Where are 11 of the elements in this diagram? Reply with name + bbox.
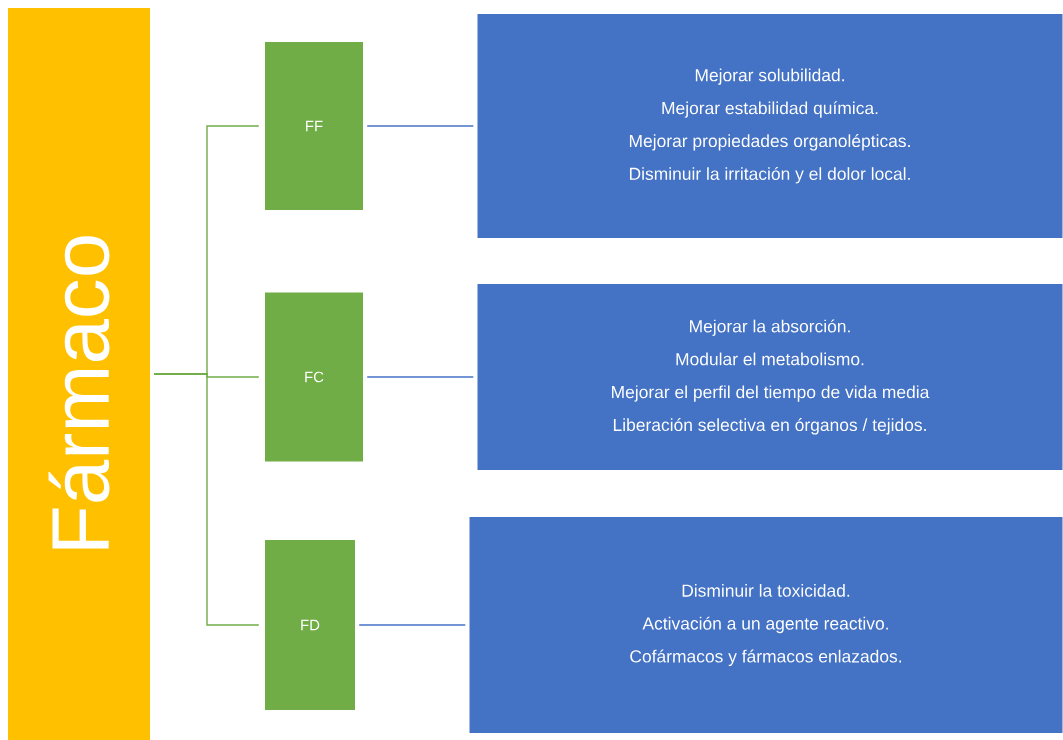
connector-line bbox=[366, 125, 474, 127]
connector-line bbox=[153, 373, 260, 626]
category-box: FC bbox=[265, 292, 363, 462]
description-box: Disminuir la toxicidad. Activación a un agente reactivo. Cofármacos y fármacos enlazados. bbox=[469, 517, 1063, 733]
connector-line bbox=[366, 376, 474, 378]
description-box: Mejorar solubilidad. Mejorar estabilidad química. Mejorar propiedades organolépticas. Disminuir la irritación y el dolor local. bbox=[477, 14, 1063, 238]
category-box: FF bbox=[265, 42, 363, 210]
description-box: Mejorar la absorción. Modular el metabolismo. Mejorar el perfil del tiempo de vida media Liberación selectiva en órganos / tejidos. bbox=[477, 284, 1063, 470]
category-box: FD bbox=[265, 540, 355, 710]
connector-line bbox=[358, 624, 466, 626]
title-bar: Fármaco bbox=[8, 8, 150, 740]
